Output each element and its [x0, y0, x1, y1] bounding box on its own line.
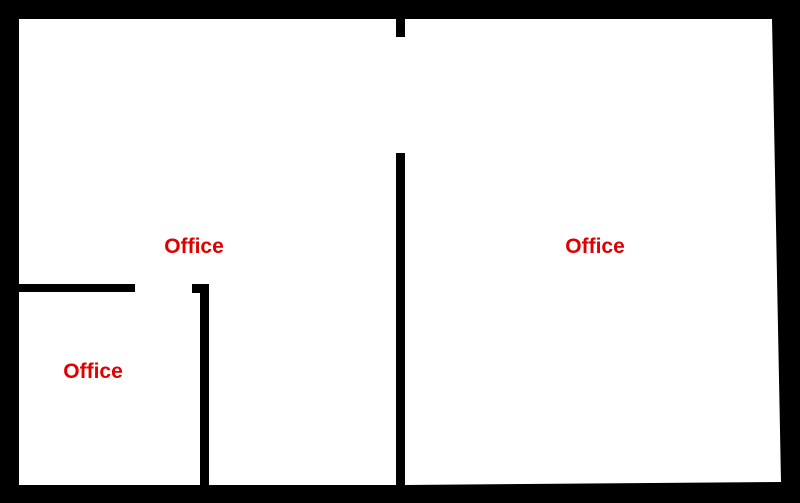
room-label-left-upper: Office [164, 235, 224, 258]
floor-left-upper [19, 19, 396, 284]
room-label-left-lower: Office [63, 360, 123, 383]
floor-right [405, 19, 781, 485]
door-jamb [192, 284, 209, 293]
room-label-right: Office [565, 235, 625, 258]
floor-left-lower [19, 292, 200, 485]
doorway-left-passage [190, 282, 210, 284]
corridor-gap [200, 292, 209, 485]
floor-corridor [209, 284, 396, 485]
doorway-top-right [394, 37, 407, 153]
doorway-left-lower [135, 282, 192, 294]
